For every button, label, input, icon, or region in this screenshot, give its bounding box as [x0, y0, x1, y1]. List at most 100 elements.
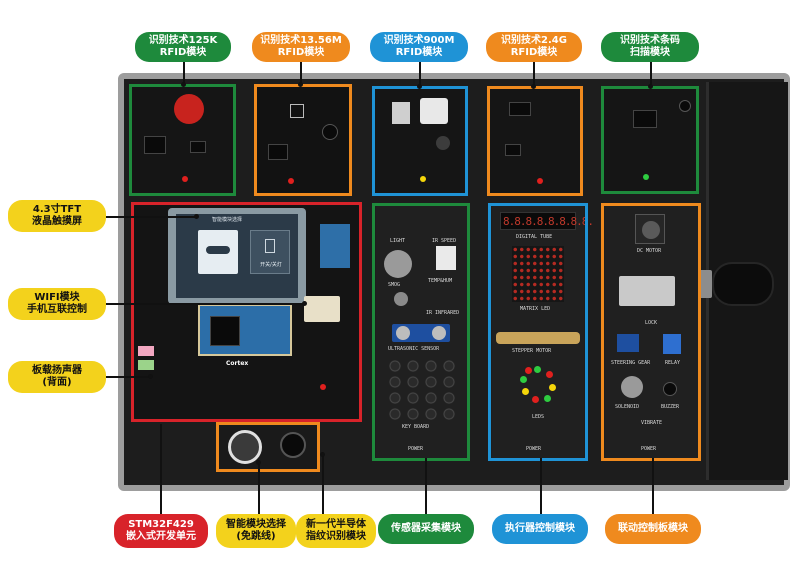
label-line2: RFID模块 — [395, 47, 443, 58]
fingerprint-sensor-icon[interactable] — [280, 432, 306, 458]
label-line1: STM32F429 — [128, 519, 194, 530]
stm32-board: 智能模块选择 开关/关灯 Cortex — [134, 204, 359, 420]
rfid-1356m-board — [256, 86, 350, 194]
keypad-icon[interactable] — [386, 358, 458, 422]
audio-jack-green — [138, 360, 154, 370]
label-wifi: WIFI模块 手机互联控制 — [8, 288, 106, 320]
cpu-chip — [210, 316, 240, 346]
label-tft-screen: 4.3寸TFT 液晶触摸屏 — [8, 200, 106, 232]
chip — [505, 144, 521, 156]
connector-block — [320, 224, 350, 268]
screen-title: 智能模块选择 — [212, 217, 243, 223]
selector-strip — [218, 424, 318, 470]
led-icon — [182, 176, 188, 182]
transducer-icon — [396, 326, 410, 340]
label-fingerprint: 新一代半导体 指纹识别模块 — [296, 514, 376, 548]
toggle-icon — [206, 246, 230, 254]
ultrasonic-sensor-icon — [392, 324, 450, 342]
stepper-motor-icon — [496, 332, 580, 344]
linkage-panel: DC MOTOR LOCK STEERING GEAR RELAY SOLENO… — [605, 206, 699, 458]
label-line2: (免跳线) — [236, 531, 276, 542]
led-icon — [320, 384, 326, 390]
solenoid-label: SOLENOID — [615, 404, 640, 410]
chip — [144, 136, 166, 154]
label-line2: 液晶触摸屏 — [32, 216, 82, 227]
label-line1: 联动控制板模块 — [618, 523, 688, 534]
tft-screen: 智能模块选择 开关/关灯 — [168, 208, 306, 304]
frame-linkage — [601, 203, 701, 461]
label-line1: WIFI模块 — [34, 292, 80, 303]
buzzer-icon — [663, 382, 677, 396]
frame-stm32 — [131, 202, 362, 422]
cortex-core-board — [198, 304, 292, 356]
matrix-led-label: MATRIX LED — [520, 306, 551, 312]
frame-selector — [216, 422, 320, 472]
led-icon — [420, 176, 426, 182]
selector-knob-icon[interactable] — [228, 430, 262, 464]
frame-rfid-125k — [129, 84, 236, 196]
dc-motor-label: DC MOTOR — [637, 248, 662, 254]
led-icon — [546, 371, 553, 378]
label-linkage: 联动控制板模块 — [605, 514, 701, 544]
steering-label: STEERING GEAR — [611, 360, 651, 366]
label-line1: 识别技术条码 — [620, 35, 680, 46]
screen-button-panel: 开关/关灯 — [250, 230, 290, 274]
buzzer-label: BUZZER — [661, 404, 680, 410]
frame-sensor — [372, 203, 470, 461]
vibrate-label: VIBRATE — [641, 420, 663, 426]
led-icon — [520, 376, 527, 383]
label-line1: 识别技术900M — [383, 35, 455, 46]
chip — [633, 110, 657, 128]
sensor-power-label: POWER — [408, 446, 424, 452]
temp-hum-label: TEMP&HUM — [428, 278, 453, 284]
label-line2: 扫描模块 — [630, 47, 670, 58]
led-icon — [525, 367, 532, 374]
solenoid-icon — [621, 376, 643, 398]
digital-tube-display: 8.8.8.8.8.8.8.8. — [500, 212, 594, 230]
rfid-900m-board — [374, 88, 466, 194]
fan-hub-icon — [642, 221, 660, 239]
frame-rfid-1356m — [254, 84, 352, 196]
lock-icon — [619, 276, 675, 306]
rfid-24g-board — [489, 88, 581, 194]
led-icon — [522, 388, 529, 395]
label-module-select: 智能模块选择 (免跳线) — [216, 514, 296, 548]
switch-icon — [265, 239, 275, 253]
antenna-icon — [420, 98, 448, 124]
ir-infrared-label: IR INFRARED — [426, 310, 460, 316]
frame-rfid-900m — [372, 86, 468, 196]
label-line2: RFID模块 — [159, 47, 207, 58]
ir-speed-label: IR SPEED — [432, 238, 457, 244]
label-rfid-1356m: 识别技术13.56M RFID模块 — [252, 32, 350, 62]
label-line1: 识别技术2.4G — [501, 35, 567, 46]
label-line2: 手机互联控制 — [27, 304, 87, 315]
buzzer-icon — [322, 124, 338, 140]
screen-area: 智能模块选择 开关/关灯 — [176, 214, 298, 298]
nfc-icon — [290, 104, 304, 118]
led-icon — [532, 396, 539, 403]
screen-card — [198, 230, 238, 274]
label-rfid-125k: 识别技术125K RFID模块 — [135, 32, 231, 62]
stepper-label: STEPPER MOTOR — [512, 348, 552, 354]
led-icon — [549, 384, 556, 391]
label-line2: RFID模块 — [277, 47, 325, 58]
label-line1: 智能模块选择 — [226, 519, 286, 530]
label-line1: 板载扬声器 — [32, 365, 82, 376]
barcode-board — [603, 88, 697, 192]
label-line1: 执行器控制模块 — [505, 523, 575, 534]
led-icon — [288, 178, 294, 184]
transducer-icon — [432, 326, 446, 340]
relay-icon — [663, 334, 681, 354]
label-stm32: STM32F429 嵌入式开发单元 — [114, 514, 208, 548]
label-sensor: 传感器采集模块 — [378, 514, 474, 544]
led-icon — [537, 178, 543, 184]
case-handle — [712, 262, 774, 306]
leds-label: LEDS — [532, 414, 545, 420]
label-line2: 嵌入式开发单元 — [126, 531, 196, 542]
led-icon — [643, 174, 649, 180]
audio-jack-pink — [138, 346, 154, 356]
label-line1: 识别技术125K — [148, 35, 218, 46]
label-line1: 4.3寸TFT — [32, 204, 82, 215]
label-actuator: 执行器控制模块 — [492, 514, 588, 544]
label-speaker: 板载扬声器 (背面) — [8, 361, 106, 393]
